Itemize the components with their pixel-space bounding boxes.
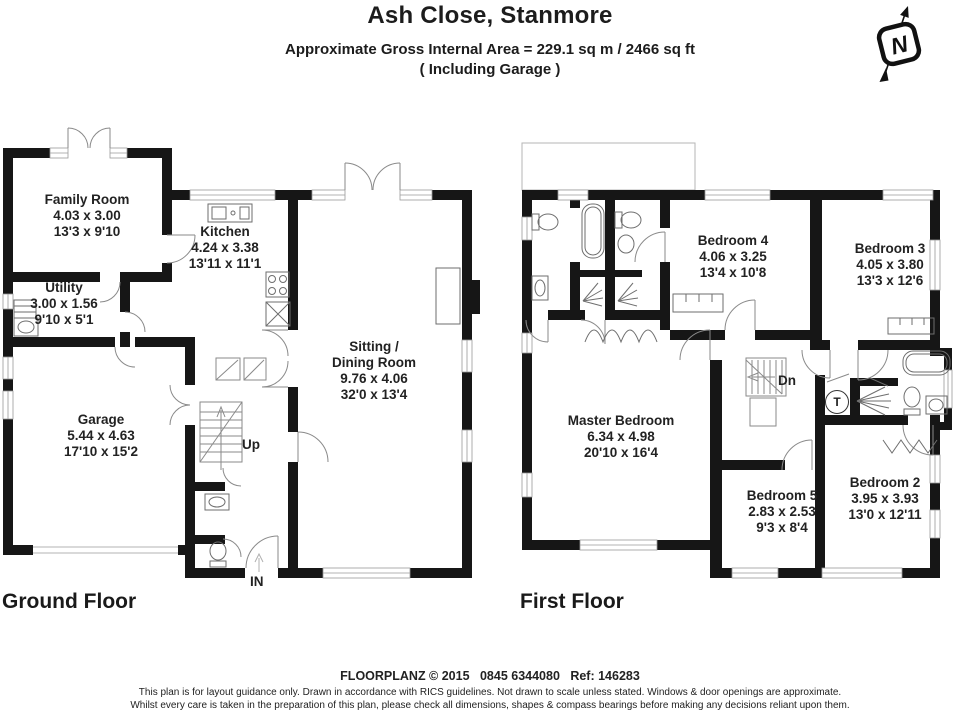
shower-icon-3 (856, 377, 891, 416)
page-title: Ash Close, Stanmore (367, 2, 613, 29)
room-imperial: 9'3 x 8'4 (756, 520, 808, 535)
room-metric: 9.76 x 4.06 (340, 371, 408, 386)
compass-letter: N (888, 30, 911, 59)
ground-floor-plan (2, 127, 480, 579)
room-label-kitchen: Kitchen 4.24 x 3.38 13'11 x 11'1 (150, 224, 300, 272)
room-name: Kitchen (200, 224, 250, 239)
room-metric: 4.03 x 3.00 (53, 208, 121, 223)
room-name: Bedroom 4 (697, 233, 769, 248)
room-name-2: Dining Room (332, 355, 416, 370)
room-metric: 6.34 x 4.98 (587, 429, 655, 444)
room-name: Garage (77, 412, 125, 427)
first-floor-plan (521, 142, 953, 579)
first-walls (522, 190, 952, 578)
room-name: Master Bedroom (567, 413, 675, 428)
first-doors (525, 231, 934, 471)
room-label-family-room: Family Room 4.03 x 3.00 13'3 x 9'10 (12, 192, 162, 240)
room-label-bedroom-4: Bedroom 4 4.06 x 3.25 13'4 x 10'8 (658, 233, 808, 281)
room-label-bedroom-3: Bedroom 3 4.05 x 3.80 13'3 x 12'6 (815, 241, 965, 289)
stairs-up-label: Up (242, 437, 260, 452)
room-metric: 3.95 x 3.93 (851, 491, 919, 506)
room-label-bedroom-5: Bedroom 5 2.83 x 2.53 9'3 x 8'4 (707, 488, 857, 536)
room-name: Bedroom 5 (746, 488, 818, 503)
ground-fixtures (13, 203, 461, 568)
shower-icon-2 (617, 282, 639, 307)
room-label-garage: Garage 5.44 x 4.63 17'10 x 15'2 (26, 412, 176, 460)
footer-disclaimer-1: This plan is for layout guidance only. D… (138, 687, 842, 698)
shower-icon (582, 282, 604, 307)
first-fixtures (531, 203, 951, 454)
room-name: Bedroom 2 (849, 475, 921, 490)
ground-doors (67, 127, 401, 569)
room-metric: 5.44 x 4.63 (67, 428, 135, 443)
ground-windows (2, 147, 473, 579)
room-metric: 3.00 x 1.56 (30, 296, 98, 311)
first-stairs (745, 357, 787, 427)
room-label-utility: Utility 3.00 x 1.56 9'10 x 5'1 (0, 280, 128, 328)
room-label-bedroom-2: Bedroom 2 3.95 x 3.93 13'0 x 12'11 (810, 475, 960, 523)
footer-copyright: FLOORPLANZ © 2015 0845 6344080 Ref: 1462… (340, 669, 640, 683)
room-name: Family Room (44, 192, 130, 207)
room-imperial: 13'3 x 12'6 (856, 273, 924, 288)
room-metric: 2.83 x 2.53 (748, 504, 816, 519)
entrance-in-label: IN (250, 574, 264, 589)
ground-stairs (199, 357, 267, 470)
room-imperial: 13'0 x 12'11 (848, 507, 922, 522)
first-windows (521, 189, 953, 579)
room-imperial: 13'4 x 10'8 (699, 265, 767, 280)
room-imperial: 17'10 x 15'2 (64, 444, 138, 459)
tank-indicator: T (825, 390, 849, 414)
ground-floor-label: Ground Floor (2, 590, 137, 613)
room-imperial: 32'0 x 13'4 (340, 387, 408, 402)
room-name: Bedroom 3 (854, 241, 926, 256)
room-imperial: 13'11 x 11'1 (188, 256, 262, 271)
room-imperial: 20'10 x 16'4 (584, 445, 658, 460)
first-floor-label: First Floor (520, 590, 624, 613)
room-label-master-bedroom: Master Bedroom 6.34 x 4.98 20'10 x 16'4 (546, 413, 696, 461)
roof-outline (521, 142, 696, 191)
entrance-arrow-icon (254, 552, 264, 572)
ground-walls (3, 148, 480, 578)
room-name: Utility (45, 280, 83, 295)
area-subtitle: Approximate Gross Internal Area = 229.1 … (284, 41, 696, 58)
room-name: Sitting / (349, 339, 399, 354)
footer-disclaimer-2: Whilst every care is taken in the prepar… (130, 700, 850, 711)
room-label-sitting-dining: Sitting / Dining Room 9.76 x 4.06 32'0 x… (299, 339, 449, 403)
room-metric: 4.24 x 3.38 (191, 240, 259, 255)
room-imperial: 13'3 x 9'10 (53, 224, 121, 239)
compass-north-icon: N (876, 6, 922, 82)
including-subtitle: ( Including Garage ) (419, 61, 561, 78)
stairs-down-label: Dn (778, 373, 796, 388)
room-imperial: 9'10 x 5'1 (34, 312, 94, 327)
room-metric: 4.05 x 3.80 (856, 257, 924, 272)
room-metric: 4.06 x 3.25 (699, 249, 767, 264)
